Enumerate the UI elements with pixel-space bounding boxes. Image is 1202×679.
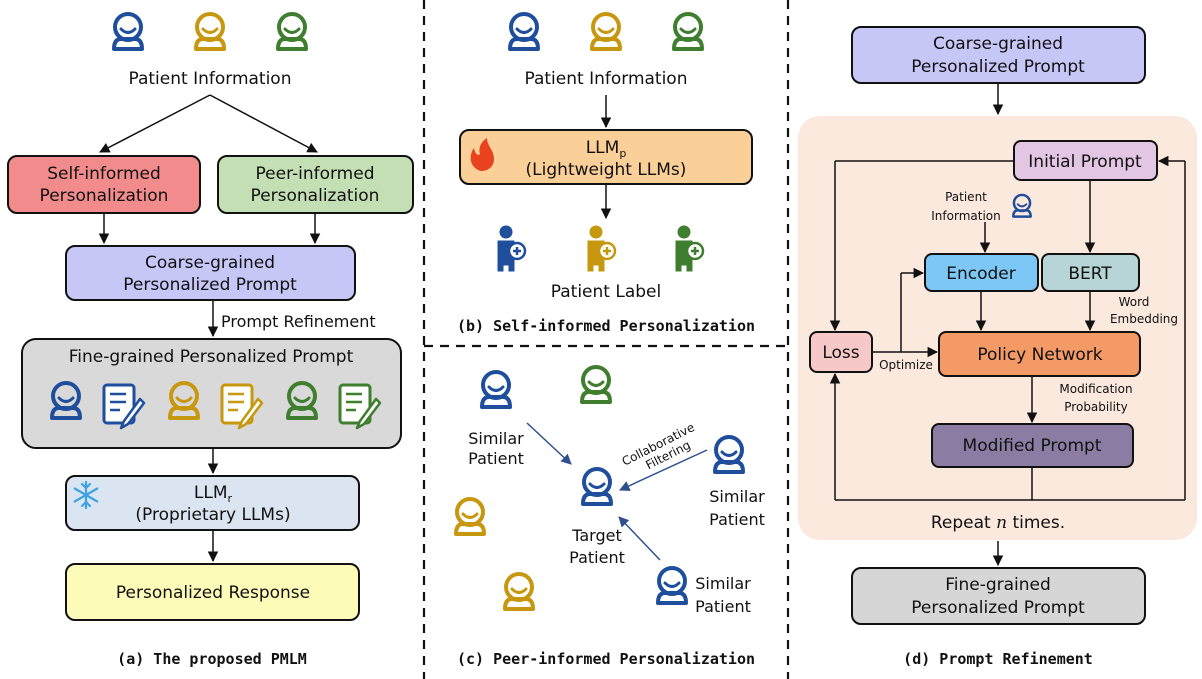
llm-r-base: LLM [194,483,228,503]
llm-r-sub: r [228,492,233,505]
policy-network-label: Policy Network [977,345,1102,365]
patient-icon [194,12,226,51]
fine-d-line1: Fine-grained [945,575,1051,595]
patient-label-icon [496,224,527,273]
similar-left-line2: Patient [468,449,524,468]
flame-icon [470,138,494,171]
policy-network-box [938,331,1141,377]
snowflake-icon [73,480,99,510]
llm-r-box [65,475,360,531]
response-box [65,563,360,621]
repeat-prefix: Repeat [931,513,996,533]
bert-label: BERT [1068,264,1112,284]
patient-icon [590,12,622,51]
coarse-d-line1: Coarse-grained [933,34,1063,54]
modification-line1: Modification [1059,382,1132,396]
caption-a: (a) The proposed PMLM [117,650,307,668]
repeat-var: n [996,513,1007,533]
encoder-box [924,253,1039,292]
prompt-refinement-label: Prompt Refinement [221,312,376,331]
peer-informed-box [217,155,414,214]
coarse-prompt-box [65,245,356,301]
patient-icon [581,467,613,506]
patient-icon [713,435,745,474]
peer-informed-line2: Personalization [251,186,380,206]
optimize-label: Optimize [879,358,933,372]
loss-label: Loss [822,343,859,363]
patient-info-d-line2: Information [931,209,1000,223]
coarse-line2: Personalized Prompt [123,275,297,295]
patient-info-d-line1: Patient [945,190,987,204]
patient-icon [508,12,540,51]
patient-information-label: Patient Information [128,69,291,89]
panel-a: Patient Information Self-informed Person… [7,12,414,668]
llm-p-label: LLMp [586,138,627,160]
initial-prompt-label: Initial Prompt [1028,152,1142,172]
patient-icon [672,12,704,51]
llm-p-sub: p [619,147,626,160]
patient-label-icon [586,224,617,273]
caption-d: (d) Prompt Refinement [903,650,1093,668]
patient-information-label-b: Patient Information [524,69,687,89]
fine-prompt-label: Fine-grained Personalized Prompt [69,347,354,367]
patient-icon [454,497,486,536]
similar-right-line2: Patient [709,510,765,529]
repeat-suffix: times. [1007,513,1065,533]
similar-left-line1: Similar [468,429,524,448]
coarse-prompt-box-d [851,26,1146,84]
patient-icon [656,566,688,605]
patient-icon [276,12,308,51]
patient-label-text: Patient Label [551,282,661,302]
self-informed-line2: Personalization [40,186,169,206]
caption-c: (c) Peer-informed Personalization [457,650,755,668]
modified-prompt-box [931,423,1134,468]
self-informed-line1: Self-informed [47,164,161,184]
target-line2: Patient [569,548,625,567]
similar-right-line1: Similar [709,487,765,506]
panel-b: Patient Information LLMp (Lightweight LL… [457,12,755,335]
response-label: Personalized Response [116,583,310,603]
caption-b: (b) Self-informed Personalization [457,317,755,335]
patient-icon [112,12,144,51]
self-informed-box [7,155,201,214]
panel-c: Similar Patient Similar Patient Target P… [454,365,765,668]
patient-icon [503,572,535,611]
panel-d: Coarse-grained Personalized Prompt Initi… [798,26,1197,668]
patient-icon [480,370,512,409]
patient-label-icon [674,224,705,273]
fine-prompt-box-d [851,567,1146,625]
modification-line2: Probability [1064,400,1127,414]
llm-p-base: LLM [586,138,620,158]
llm-r-label: LLMr [194,483,233,505]
llm-r-line2: (Proprietary LLMs) [135,505,290,525]
similar-bottom-line1: Similar [695,574,751,593]
target-line1: Target [571,526,622,545]
coarse-d-line2: Personalized Prompt [911,57,1085,77]
repeat-label: Repeat n times. [931,513,1065,533]
loss-box [809,331,873,373]
similar-bottom-line2: Patient [695,597,751,616]
bert-box [1041,253,1140,292]
llm-p-box [459,129,753,185]
llm-p-line2: (Lightweight LLMs) [526,160,687,180]
coarse-line1: Coarse-grained [145,253,275,273]
peer-informed-line1: Peer-informed [256,164,375,184]
modified-prompt-label: Modified Prompt [963,436,1102,456]
word-embedding-line2: Embedding [1110,312,1178,326]
encoder-label: Encoder [946,264,1016,284]
collaborative-filtering-label: Collaborative Filtering [620,420,697,472]
fine-d-line2: Personalized Prompt [911,598,1085,618]
word-embedding-line1: Word [1119,295,1150,309]
patient-icon [580,365,612,404]
